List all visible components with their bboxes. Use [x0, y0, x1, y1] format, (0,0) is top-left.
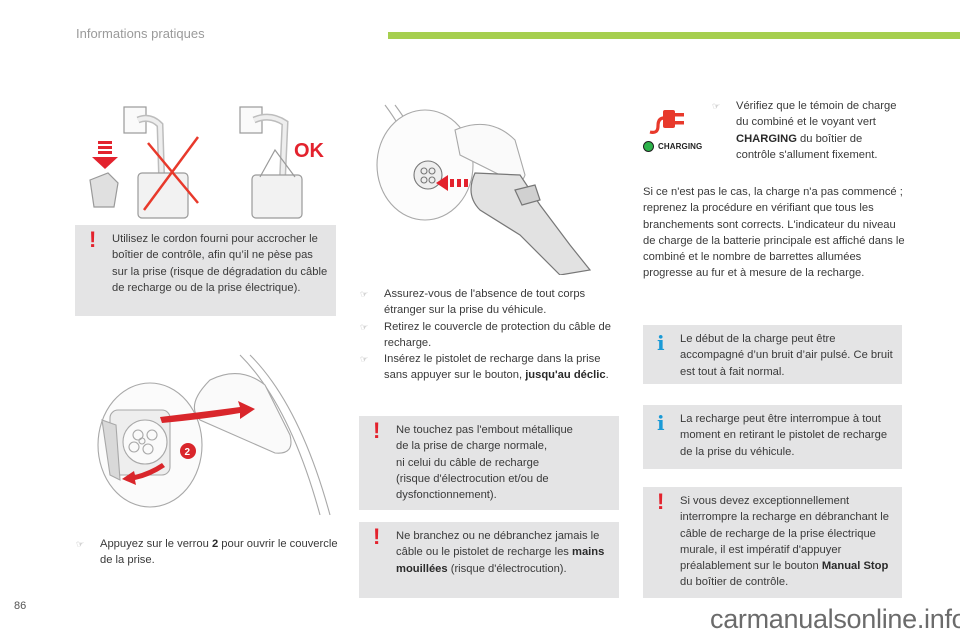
warning-box-manual-stop: ! Si vous devez exceptionnellement inter… [643, 487, 902, 598]
charging-led-label: CHARGING [658, 142, 703, 151]
red-arrows [122, 401, 255, 485]
warning-box-wet-hands: ! Ne branchez ou ne débranchez jamais le… [359, 522, 619, 598]
warning-text: Utilisez le cordon fourni pour accrocher… [112, 233, 328, 294]
hand-pointer-icon: ☞ [712, 101, 721, 111]
step-check-foreign-bodies: ☞ Assurez-vous de l'absence de tout corp… [360, 288, 586, 317]
exclamation-icon: ! [657, 489, 665, 514]
step-open-cover: ☞ Appuyez sur le verrou 2 pour ouvrir le… [76, 538, 338, 567]
page-number: 86 [14, 600, 27, 612]
info-box-interrupt-charging: i La recharge peut être interrompue à to… [643, 405, 902, 469]
warning-text: Si vous devez exceptionnellement interro… [680, 495, 889, 589]
hand-pointer-icon: ☞ [76, 539, 85, 549]
step-check-charging-light: ☞ Vérifiez que le témoin de charge du co… [712, 100, 897, 161]
ok-setup-drawing [239, 106, 303, 219]
hand-pointer-icon: ☞ [360, 321, 369, 332]
wrong-setup-drawing [89, 106, 189, 219]
watermark: carmanualsonline.info [710, 604, 960, 634]
control-box-hanging-illustration: OK [89, 106, 325, 219]
charging-led-indicator: CHARGING [643, 141, 702, 152]
down-arrow-icon [92, 141, 118, 169]
charging-plug-icon [649, 110, 684, 134]
charging-gun-insertion-illustration [376, 104, 592, 275]
warning-text: Ne branchez ou ne débranchez jamais le c… [396, 530, 605, 575]
callout-2-badge [180, 443, 196, 459]
info-text: Le début de la charge peut être accompag… [680, 333, 893, 378]
info-icon: i [657, 331, 665, 355]
exclamation-icon: ! [373, 524, 381, 549]
warning-box-control-box-cord: ! Utilisez le cordon fourni pour accroch… [75, 225, 336, 316]
paragraph-charging-status: Si ce n'est pas le cas, la charge n'a pa… [643, 186, 905, 280]
red-cross-icon [142, 136, 200, 211]
section-title: Informations pratiques [76, 26, 205, 41]
info-icon: i [657, 411, 665, 435]
header-accent-bar [388, 32, 960, 39]
green-led-icon [643, 141, 654, 152]
warning-text: Ne touchez pas l'embout métallique de la… [396, 424, 573, 502]
info-text: La recharge peut être interrompue à tout… [680, 413, 888, 458]
warning-box-metal-tip: ! Ne touchez pas l'embout métallique de … [359, 416, 619, 510]
red-insert-arrow [436, 175, 468, 191]
exclamation-icon: ! [89, 227, 97, 252]
socket-cover-opening-illustration: 2 [97, 354, 331, 516]
svg-text:2: 2 [185, 447, 191, 458]
ok-label: OK [294, 140, 325, 162]
steps-insert-gun: ☞ Assurez-vous de l'absence de tout corp… [360, 286, 622, 384]
hand-pointer-icon: ☞ [360, 354, 369, 365]
charging-gun [470, 172, 592, 275]
info-box-air-noise: i Le début de la charge peut être accomp… [643, 325, 902, 384]
hand-pointer-icon: ☞ [360, 289, 369, 299]
step-insert-gun: ☞ Insérez le pistolet de recharge dans l… [360, 353, 609, 382]
step-remove-cover: ☞ Retirez le couvercle de protection du … [360, 320, 611, 349]
exclamation-icon: ! [373, 418, 381, 443]
